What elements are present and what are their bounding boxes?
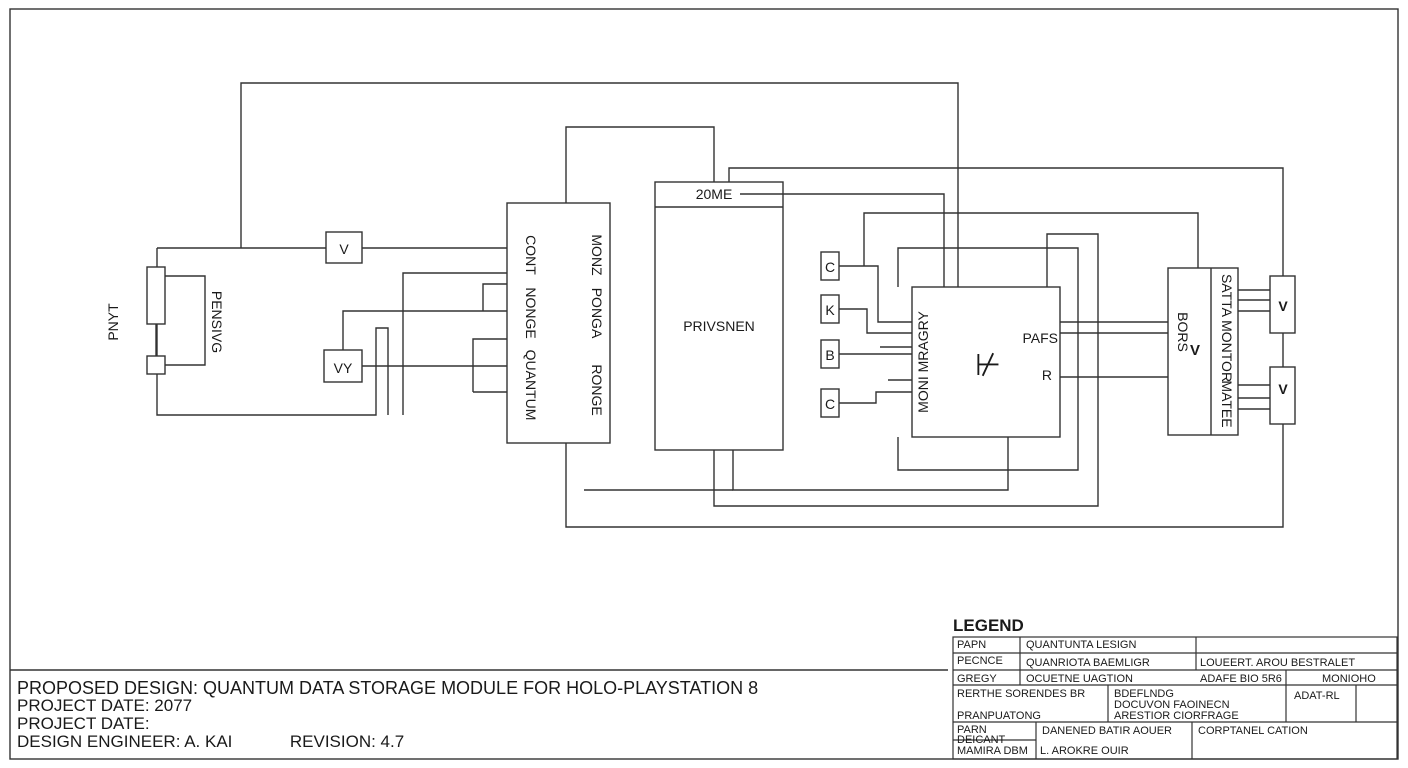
legend-cell: QUANRIOTA BAEMLIGR [1026,657,1150,669]
quantum-ponga-label: PONGA [589,288,605,339]
legend-cell: LOUEERT. AROU BESTRALET [1200,657,1356,669]
output-box-1-label: V [1278,298,1288,314]
legend-cell: DOCUVON FAOINECN [1114,699,1230,711]
engineer-row: DESIGN ENGINEER: A. KAI REVISION: 4.7 [17,733,947,751]
sensing-label: PENSIVG [209,291,225,353]
legend-table [952,636,1398,760]
legend-cell: QUANTUNTA LESIGN [1026,639,1137,651]
output-monitor-label: SATTA MONTOR [1219,274,1235,382]
memory-right-bottom-label: R [1042,367,1052,383]
output-box-1 [1269,275,1296,334]
power-label: PNYT [105,303,121,341]
legend-cell: PARN [957,724,987,736]
design-title: PROPOSED DESIGN: QUANTUM DATA STORAGE MO… [17,678,759,698]
processor-label: PRIVSNEN [683,318,755,334]
legend-cell: MAMIRA DBM [957,745,1028,757]
quantum-cont-label: CONT [523,235,539,275]
memory-symbol-icon: ⊬ [975,349,1001,382]
legend-cell: ADAFE BIO 5R6 [1200,673,1282,685]
processor-block: 20ME PRIVSNEN [654,181,784,451]
quantum-ronge-label: RONGE [589,364,605,415]
v-box-label: V [339,241,349,257]
output-symbol-icon: V [1190,342,1200,359]
quantum-monz-label: MONZ [589,234,605,276]
legend-cell: MONIOHO [1322,673,1376,685]
legend-title: LEGEND [953,616,1024,635]
legend-cell: BDEFLNDG [1114,688,1174,700]
legend-cell: ARESTIOR CIORFRAGE [1114,710,1239,722]
title-block: PROPOSED DESIGN: QUANTUM DATA STORAGE MO… [17,679,947,751]
legend-cell: DEICANT [957,734,1006,746]
legend-cell: CORPTANEL CATION [1198,725,1308,737]
legend-cell: PRANPUATONG [957,710,1041,722]
output-box-2-label: V [1278,381,1288,397]
legend-cell: PAPN [957,639,987,651]
legend-cell: GREGY [957,673,997,685]
legend-cell: DANENED BATIR AOUER [1042,725,1172,737]
quantum-block: CONT MONZ NONGE PONGA QUANTUM RONGE [506,202,611,444]
output-bors-label: BORS [1175,312,1191,352]
revision: REVISION: 4.7 [289,732,405,751]
vv-box-label: VY [334,360,353,376]
sensor-resistor [146,266,166,325]
input-label: C [825,259,835,275]
memory-left-label: MONI MRAGRY [915,311,931,413]
legend-cell: ADAT-RL [1294,690,1340,702]
memory-block: MONI MRAGRY PAFS R ⊬ [911,286,1061,438]
sensor-node [146,355,166,375]
legend-cell: L. AROKRE OUIR [1040,745,1129,757]
input-label: K [825,302,835,318]
legend-cell: RERTHE SORENDES BR [957,688,1086,700]
input-label: B [825,347,834,363]
memory-right-top-label: PAFS [1022,330,1058,346]
project-date-1: PROJECT DATE: 2077 [17,696,193,715]
quantum-nonge-label: NONGE [523,287,539,338]
v-box [325,231,363,264]
output-matee-label: MATEE [1219,380,1235,427]
project-date-2: PROJECT DATE: [17,714,150,733]
design-engineer: DESIGN ENGINEER: A. KAI [17,732,233,751]
output-box-2 [1269,366,1296,425]
processor-header: 20ME [696,186,733,202]
legend-cell: PECNCE [957,655,1003,667]
legend-cell: OCUETNE UAGTION [1026,673,1133,685]
output-block: BORS V SATTA MONTOR MATEE [1167,267,1239,436]
input-boxes: C K B C [820,251,840,418]
sensor-circuit: PNYT PENSIVG V VY [105,82,959,416]
input-label: C [825,396,835,412]
quantum-quantum-label: QUANTUM [523,350,539,421]
